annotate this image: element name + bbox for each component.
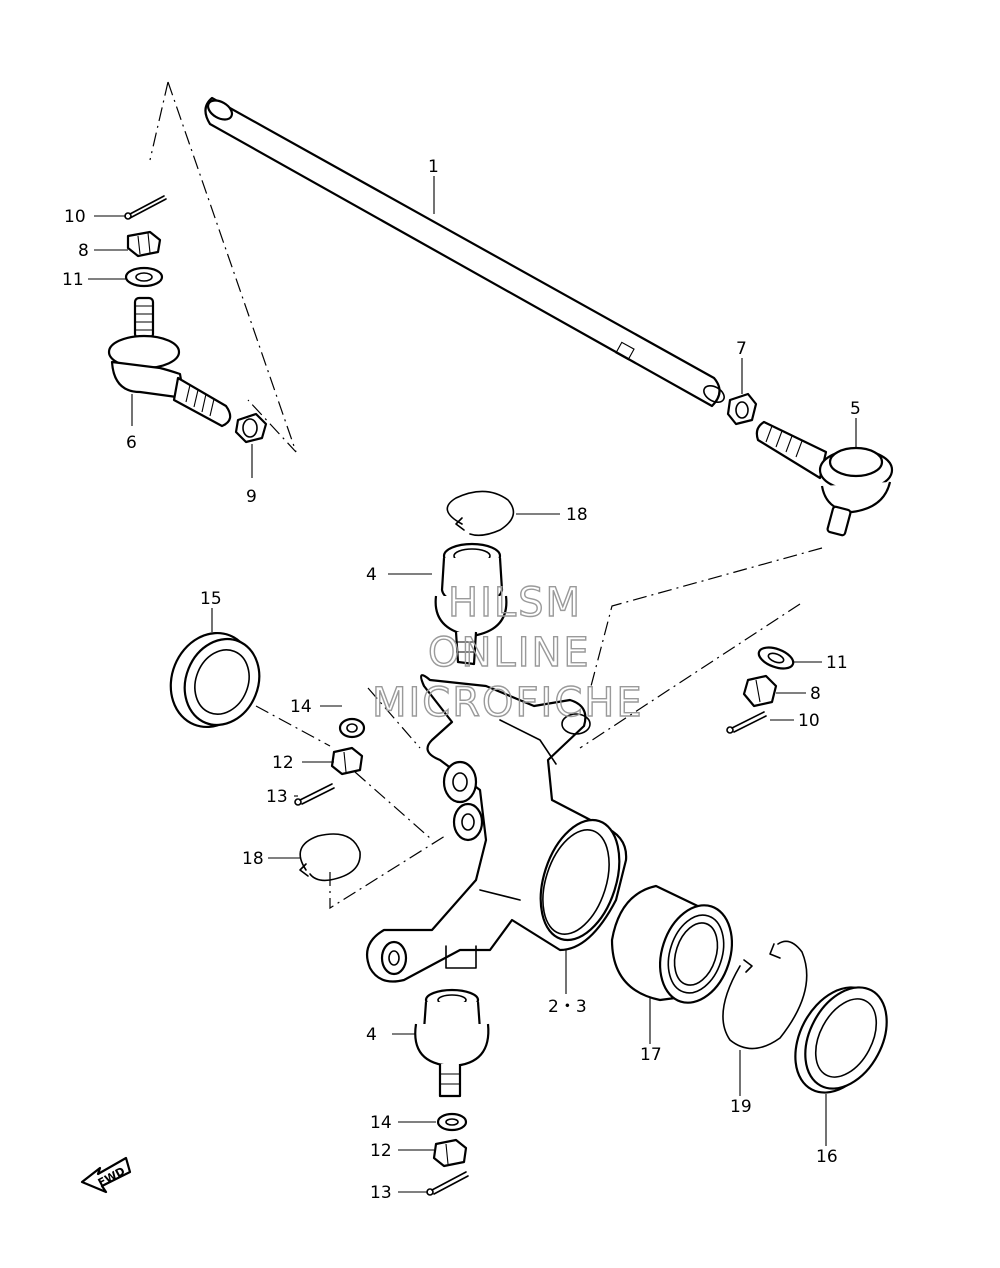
- washer-part-11-upper: [124, 266, 164, 288]
- label-part-5: 5: [850, 399, 861, 419]
- wheel-bearing-part-17: [610, 884, 733, 1004]
- label-part-12-upper: 12: [272, 753, 294, 773]
- watermark: HILSM ONLINE MICROFICHE: [371, 579, 644, 726]
- label-part-19: 19: [730, 1097, 752, 1117]
- oil-seal-part-15: [169, 631, 261, 729]
- castle-nut-part-12-lower: [432, 1138, 468, 1168]
- label-part-17: 17: [640, 1045, 662, 1065]
- washer-part-11-lower: [757, 646, 795, 670]
- label-part-14-upper: 14: [290, 697, 312, 717]
- ball-joint-part-4-upper: [434, 542, 508, 666]
- watermark-line-1: HILSM: [448, 580, 582, 626]
- watermark-line-2: ONLINE: [428, 630, 591, 676]
- washer-part-14-upper: [338, 717, 366, 739]
- label-part-13-upper: 13: [266, 787, 288, 807]
- steering-knuckle-part-2-3: [366, 674, 628, 983]
- tie-rod-end-right-part-5: [755, 420, 894, 537]
- forward-arrow-icon: FWD: [80, 1156, 132, 1194]
- label-part-4-upper: 4: [366, 565, 377, 585]
- oil-seal-part-16: [794, 986, 888, 1094]
- castle-nut-part-12-upper: [330, 746, 364, 776]
- snap-ring-part-18-upper: [446, 490, 515, 537]
- label-part-12-lower: 12: [370, 1141, 392, 1161]
- label-part-18-lower: 18: [242, 849, 264, 869]
- cotter-pin-part-13-lower: [426, 1171, 469, 1196]
- label-part-10-upper: 10: [64, 207, 86, 227]
- label-part-6: 6: [126, 433, 137, 453]
- nut-part-9: [234, 412, 268, 444]
- assembly-guide-lines: [149, 81, 823, 910]
- label-part-9: 9: [246, 487, 257, 507]
- castle-nut-part-8-upper: [126, 230, 162, 258]
- tie-rod-part-1: [204, 96, 725, 408]
- leader-lines: [88, 176, 857, 1193]
- label-part-14-lower: 14: [370, 1113, 392, 1133]
- label-part-11-upper: 11: [62, 270, 84, 290]
- label-part-8-upper: 8: [78, 241, 89, 261]
- circlip-part-19: [722, 940, 808, 1050]
- cotter-pin-part-10-upper: [124, 195, 167, 220]
- watermark-line-3: MICROFICHE: [372, 680, 644, 726]
- label-part-2-3: 2・3: [548, 997, 587, 1017]
- cotter-pin-part-13-upper: [294, 783, 335, 806]
- label-part-1: 1: [428, 157, 439, 177]
- label-part-16: 16: [816, 1147, 838, 1167]
- washer-part-14-lower: [436, 1112, 468, 1132]
- nut-part-7: [726, 392, 758, 426]
- label-part-4-lower: 4: [366, 1025, 377, 1045]
- label-part-8-lower: 8: [810, 684, 821, 704]
- castle-nut-part-8-lower: [742, 674, 778, 708]
- label-part-11-lower: 11: [826, 653, 848, 673]
- snap-ring-part-18-lower: [299, 833, 361, 882]
- label-part-7: 7: [736, 339, 747, 359]
- label-part-10-lower: 10: [798, 711, 820, 731]
- label-part-18-upper: 18: [566, 505, 588, 525]
- cotter-pin-part-10-lower: [726, 711, 767, 734]
- tie-rod-end-left-part-6: [107, 296, 232, 428]
- label-part-15: 15: [200, 589, 222, 609]
- label-part-13-lower: 13: [370, 1183, 392, 1203]
- part-labels: 1 10 8 11 6 9 7 5 18 4 15 11 8 10 14 12 …: [62, 157, 861, 1203]
- ball-joint-part-4-lower: [414, 988, 490, 1098]
